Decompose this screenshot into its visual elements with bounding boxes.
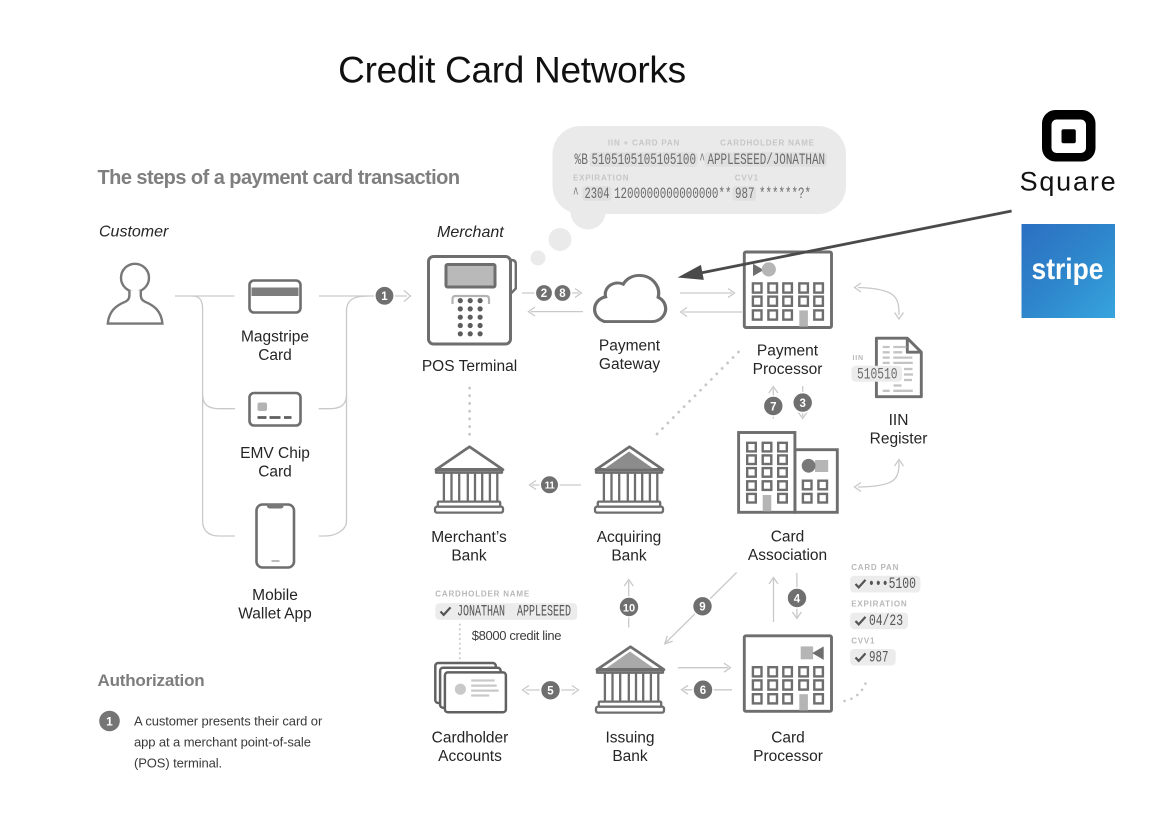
- svg-text:10: 10: [623, 602, 635, 614]
- svg-text:******?*: ******?*: [759, 185, 811, 203]
- svg-text:Accounts: Accounts: [438, 748, 502, 765]
- svg-text:8: 8: [559, 288, 566, 300]
- svg-text:A customer presents their card: A customer presents their card or: [134, 714, 323, 729]
- svg-text:$8000 credit line: $8000 credit line: [472, 628, 562, 643]
- svg-text:IIN: IIN: [889, 412, 909, 429]
- svg-text:Payment: Payment: [599, 338, 661, 355]
- svg-text:EXPIRATION: EXPIRATION: [851, 600, 907, 609]
- svg-text:%B: %B: [575, 151, 588, 169]
- svg-text:Card: Card: [771, 730, 805, 747]
- svg-text:2304: 2304: [585, 185, 610, 203]
- svg-text:Mobile: Mobile: [252, 587, 298, 604]
- svg-text:stripe: stripe: [1032, 253, 1104, 286]
- svg-text:11: 11: [545, 481, 556, 492]
- svg-text:6: 6: [700, 685, 706, 697]
- svg-text:7: 7: [770, 401, 776, 413]
- svg-text:Wallet App: Wallet App: [238, 606, 312, 623]
- svg-text:Magstripe: Magstripe: [241, 329, 309, 346]
- svg-text:CARD PAN: CARD PAN: [851, 563, 899, 572]
- svg-text:Authorization: Authorization: [98, 671, 205, 690]
- svg-text:Cardholder: Cardholder: [432, 730, 509, 747]
- svg-text:IIN: IIN: [853, 355, 864, 362]
- svg-text:JONATHAN APPLESEED: JONATHAN APPLESEED: [457, 603, 571, 621]
- svg-text:^: ^: [700, 151, 706, 169]
- svg-text:Bank: Bank: [612, 748, 648, 765]
- svg-text:Merchant’s: Merchant’s: [431, 529, 507, 546]
- svg-text:app at a merchant point-of-sal: app at a merchant point-of-sale: [134, 735, 311, 750]
- svg-text:Square: Square: [1020, 167, 1118, 197]
- svg-text:Gateway: Gateway: [599, 356, 660, 373]
- svg-text:EMV Chip: EMV Chip: [240, 445, 310, 462]
- svg-text:IIN + CARD PAN: IIN + CARD PAN: [608, 139, 680, 148]
- svg-text:987: 987: [869, 649, 889, 667]
- svg-text:Processor: Processor: [753, 361, 823, 378]
- svg-text:CVV1: CVV1: [735, 174, 759, 183]
- svg-text:4: 4: [794, 593, 801, 605]
- svg-text:Payment: Payment: [757, 343, 819, 360]
- svg-text:1: 1: [106, 715, 113, 729]
- svg-text:^: ^: [573, 185, 579, 203]
- svg-text:1200000000000000**: 1200000000000000**: [614, 185, 732, 203]
- svg-text:2: 2: [541, 288, 547, 300]
- svg-text:04/23: 04/23: [869, 612, 903, 630]
- svg-text:Merchant: Merchant: [437, 224, 504, 241]
- svg-text:CVV1: CVV1: [851, 636, 875, 645]
- svg-text:CARDHOLDER NAME: CARDHOLDER NAME: [720, 139, 815, 148]
- svg-text:POS Terminal: POS Terminal: [422, 358, 517, 375]
- svg-text:Bank: Bank: [611, 548, 647, 565]
- svg-text:The steps of a payment card tr: The steps of a payment card transaction: [98, 167, 460, 189]
- svg-text:1: 1: [381, 291, 388, 303]
- svg-text:(POS) terminal.: (POS) terminal.: [134, 756, 222, 771]
- svg-text:Acquiring: Acquiring: [597, 529, 662, 546]
- svg-text:5105105105105100: 5105105105105100: [592, 151, 697, 169]
- svg-text:Issuing: Issuing: [605, 730, 654, 747]
- svg-text:Credit Card Networks: Credit Card Networks: [338, 50, 686, 91]
- svg-text:510510: 510510: [857, 366, 898, 384]
- svg-text:Card: Card: [258, 347, 292, 364]
- svg-text:Bank: Bank: [451, 548, 487, 565]
- svg-text:EXPIRATION: EXPIRATION: [573, 174, 629, 183]
- svg-text:5: 5: [547, 686, 554, 698]
- svg-text:CARDHOLDER NAME: CARDHOLDER NAME: [435, 590, 530, 599]
- svg-text:Processor: Processor: [753, 748, 823, 765]
- svg-text:9: 9: [699, 602, 705, 614]
- svg-text:987: 987: [735, 185, 755, 203]
- svg-text:•••5100: •••5100: [868, 575, 916, 593]
- svg-text:Association: Association: [748, 547, 827, 564]
- svg-text:Card: Card: [258, 464, 292, 481]
- svg-text:Card: Card: [771, 529, 805, 546]
- svg-text:APPLESEED/JONATHAN: APPLESEED/JONATHAN: [708, 151, 826, 169]
- svg-text:Customer: Customer: [99, 224, 169, 241]
- svg-text:Register: Register: [870, 431, 928, 448]
- svg-text:3: 3: [799, 398, 805, 410]
